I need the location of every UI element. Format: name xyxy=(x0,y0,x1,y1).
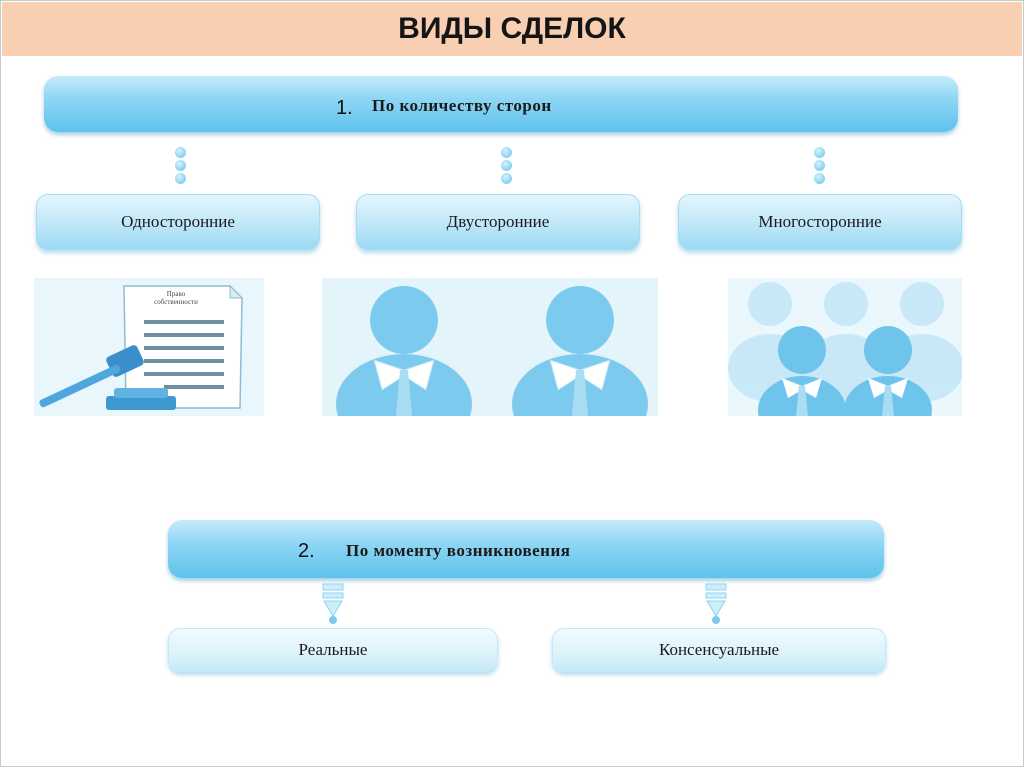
document-icon xyxy=(123,284,244,409)
section1-heading-bar xyxy=(44,76,958,132)
person-icon xyxy=(758,326,846,416)
unilateral-label: Односторонние xyxy=(121,212,235,231)
connector-dots-1 xyxy=(175,147,187,186)
document-gavel-illustration xyxy=(34,278,264,416)
bilateral-label: Двусторонние xyxy=(446,212,550,231)
title-bar: ВИДЫ СДЕЛОК xyxy=(2,2,1022,56)
gavel-icon xyxy=(39,345,176,410)
slide-title: ВИДЫ СДЕЛОК xyxy=(398,12,626,45)
consensual-label: Консенсуальные xyxy=(658,640,780,659)
two-people-illustration xyxy=(322,278,658,416)
person-icon xyxy=(844,326,932,416)
bilateral-box: Двусторонние xyxy=(356,194,640,250)
section1-number: 1. xyxy=(336,97,353,119)
funnel-connector-2 xyxy=(705,583,727,624)
section1-heading: По количеству сторон xyxy=(372,96,552,115)
section2-heading-bar xyxy=(168,520,884,578)
group-illustration xyxy=(728,278,962,416)
person-icon xyxy=(728,282,962,402)
multilateral-box: Многосторонние xyxy=(678,194,962,250)
section2-heading: По моменту возникновения xyxy=(346,541,571,560)
funnel-connector-1 xyxy=(322,583,344,624)
unilateral-box: Односторонние xyxy=(36,194,320,250)
consensual-box: Консенсуальные xyxy=(552,628,886,672)
section2-number: 2. xyxy=(298,540,315,562)
multilateral-label: Многосторонние xyxy=(758,212,882,231)
document-title: Право собственности xyxy=(154,290,198,306)
connector-dots-3 xyxy=(814,147,826,186)
person-icon xyxy=(336,286,472,416)
person-icon xyxy=(512,286,648,416)
real-label: Реальные xyxy=(298,640,368,659)
real-box: Реальные xyxy=(168,628,498,672)
connector-dots-2 xyxy=(501,147,513,186)
